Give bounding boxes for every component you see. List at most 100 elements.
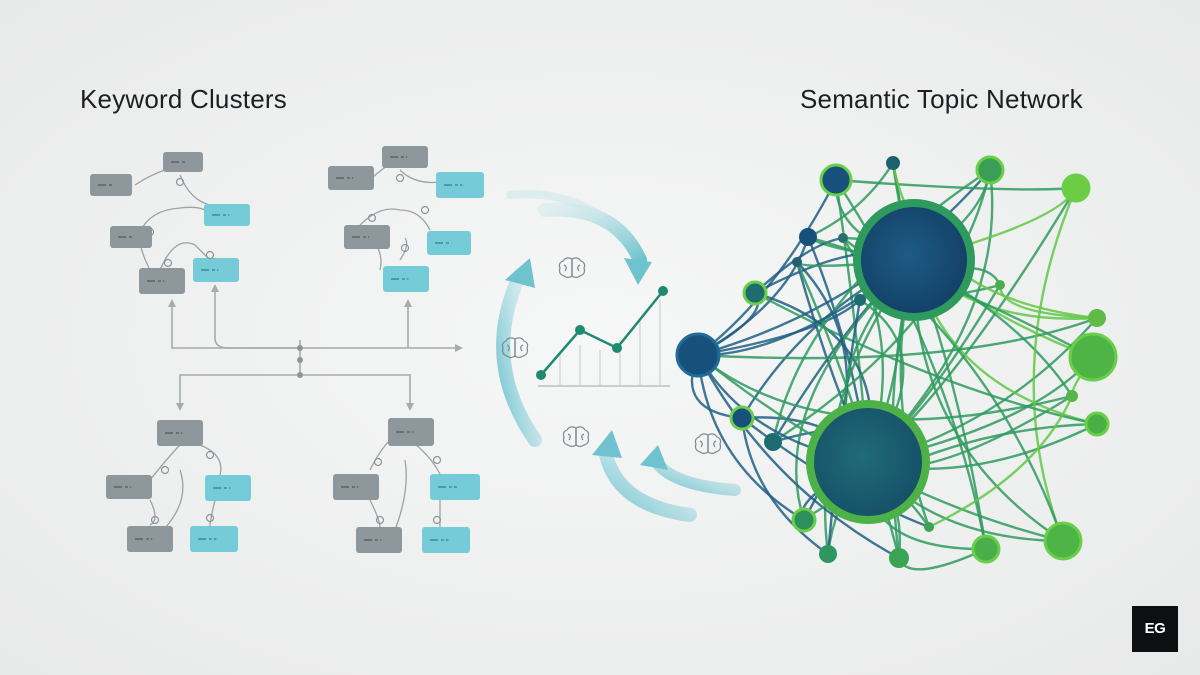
arrowhead <box>592 430 622 458</box>
keyword-box <box>388 418 434 446</box>
network-node <box>729 405 755 431</box>
cycle-arrow-left <box>496 268 542 447</box>
network-node <box>1043 521 1083 561</box>
network-node <box>924 522 934 532</box>
keyword-box-highlighted <box>205 475 251 501</box>
keyword-box-highlighted <box>190 526 238 552</box>
network-node <box>995 280 1005 290</box>
keyword-box <box>106 475 152 499</box>
network-node <box>886 156 900 170</box>
cluster-link <box>359 208 431 231</box>
link-node <box>420 205 430 215</box>
link-node <box>150 515 160 525</box>
link-node <box>205 450 215 460</box>
cycle-arrow-faint <box>506 190 604 219</box>
arrowhead <box>404 299 412 307</box>
network-node <box>1061 173 1091 203</box>
network-source-node <box>675 332 721 378</box>
cluster-link <box>399 169 441 184</box>
keyword-box-highlighted <box>430 474 480 500</box>
network-node <box>792 257 802 267</box>
center-cycle <box>496 190 741 522</box>
keyword-box-highlighted <box>436 172 484 198</box>
keyword-clusters-title: Keyword Clusters <box>80 84 287 114</box>
network-node <box>1084 411 1110 437</box>
keyword-box <box>328 166 374 190</box>
cluster-link <box>149 444 181 481</box>
link-node <box>400 243 410 253</box>
cluster-link <box>149 499 156 526</box>
network-edge <box>696 354 805 522</box>
network-node <box>799 228 817 246</box>
network-edge <box>771 168 991 443</box>
link-node <box>163 258 173 268</box>
network-edge <box>697 169 991 357</box>
keyword-box-highlighted <box>193 258 239 282</box>
network-node <box>764 433 782 451</box>
cluster-link <box>179 174 211 206</box>
brain-icon <box>558 257 586 279</box>
connector-line <box>214 290 455 349</box>
connector-line <box>171 305 300 349</box>
link-node <box>205 513 215 523</box>
keyword-box <box>382 146 428 168</box>
keyword-box <box>139 268 185 294</box>
keyword-box-highlighted <box>427 231 471 255</box>
link-node <box>145 227 155 237</box>
network-edge <box>697 179 838 356</box>
link-node <box>432 515 442 525</box>
network-node <box>1068 332 1118 382</box>
keyword-box <box>344 225 390 249</box>
arrowhead <box>211 284 219 292</box>
network-hub-node <box>853 199 975 321</box>
network-edge <box>928 395 1074 529</box>
link-node <box>395 173 405 183</box>
network-node <box>975 155 1005 185</box>
cluster-link <box>394 459 407 531</box>
cycle-arrow-top <box>538 202 647 267</box>
junction-dot <box>297 357 303 363</box>
keyword-box <box>157 420 203 446</box>
network-node <box>1066 390 1078 402</box>
junction-dot <box>297 372 303 378</box>
network-node <box>791 507 817 533</box>
keyword-box <box>127 526 173 552</box>
junction-dot <box>297 345 303 351</box>
keyword-box <box>110 226 152 248</box>
cycle-arrow-bottom <box>598 443 697 522</box>
network-node <box>819 163 853 197</box>
brain-icon <box>562 426 590 448</box>
arrowhead <box>406 403 414 411</box>
link-node <box>205 250 215 260</box>
keyword-box <box>90 174 132 196</box>
trend-chart-icon <box>536 286 670 387</box>
link-node <box>175 177 185 187</box>
keyword-box <box>356 527 402 553</box>
link-node <box>373 457 383 467</box>
cluster-link <box>134 169 166 186</box>
network-edge <box>696 354 900 560</box>
semantic-topic-network <box>675 155 1118 571</box>
keyword-box-highlighted <box>204 204 250 226</box>
cluster-link <box>209 499 216 528</box>
cluster-connectors <box>168 284 463 411</box>
eg-logo: EG <box>1132 606 1178 652</box>
link-node <box>375 515 385 525</box>
cycle-arrow-bottom-inner <box>649 454 741 496</box>
connector-line <box>179 374 411 405</box>
link-node <box>160 465 170 475</box>
arrowhead <box>640 445 668 470</box>
cluster-link <box>399 237 408 261</box>
link-node <box>432 455 442 465</box>
keyword-box-highlighted <box>422 527 470 553</box>
arrowhead <box>505 258 535 288</box>
keyword-box <box>163 152 203 172</box>
network-node <box>819 545 837 563</box>
cluster-link <box>164 469 184 529</box>
network-node <box>1088 309 1106 327</box>
keyword-clusters <box>90 146 484 553</box>
arrowhead <box>176 403 184 411</box>
network-node <box>854 294 866 306</box>
brain-icon <box>694 433 722 455</box>
